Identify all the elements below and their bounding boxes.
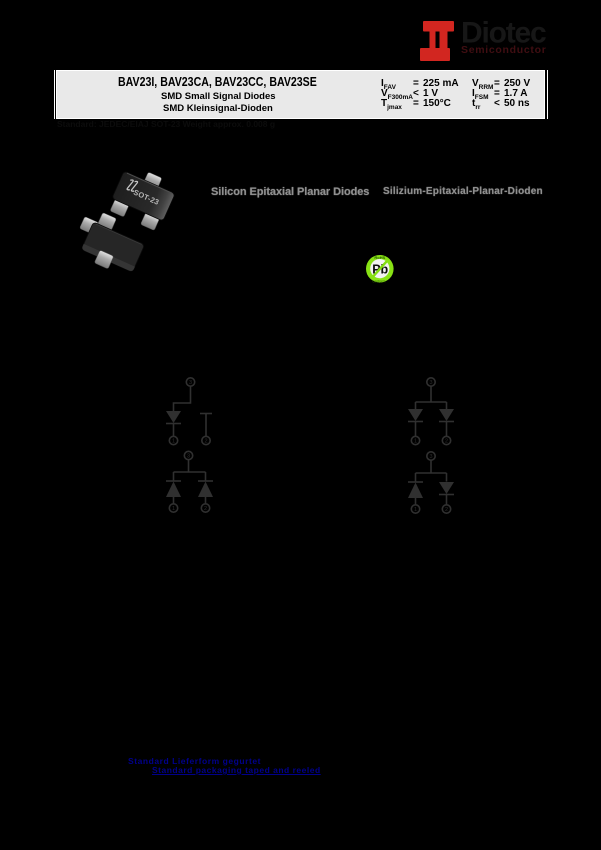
svg-text:RoHS: RoHS <box>374 255 385 260</box>
svg-text:2: 2 <box>204 506 207 512</box>
svg-text:2: 2 <box>204 439 207 445</box>
svg-text:1: 1 <box>414 439 417 445</box>
svg-text:conform: conform <box>373 280 386 284</box>
svg-text:2: 2 <box>445 507 448 513</box>
svg-text:Semiconductor: Semiconductor <box>461 44 547 56</box>
svg-text:1: 1 <box>414 507 417 513</box>
svg-text:2: 2 <box>445 439 448 445</box>
svg-text:3: 3 <box>189 380 192 386</box>
svg-text:3: 3 <box>429 380 432 386</box>
svg-text:3: 3 <box>187 454 190 460</box>
svg-text:Diotec: Diotec <box>461 17 546 50</box>
svg-text:1: 1 <box>172 506 175 512</box>
svg-text:3: 3 <box>429 454 432 460</box>
svg-text:1: 1 <box>172 439 175 445</box>
